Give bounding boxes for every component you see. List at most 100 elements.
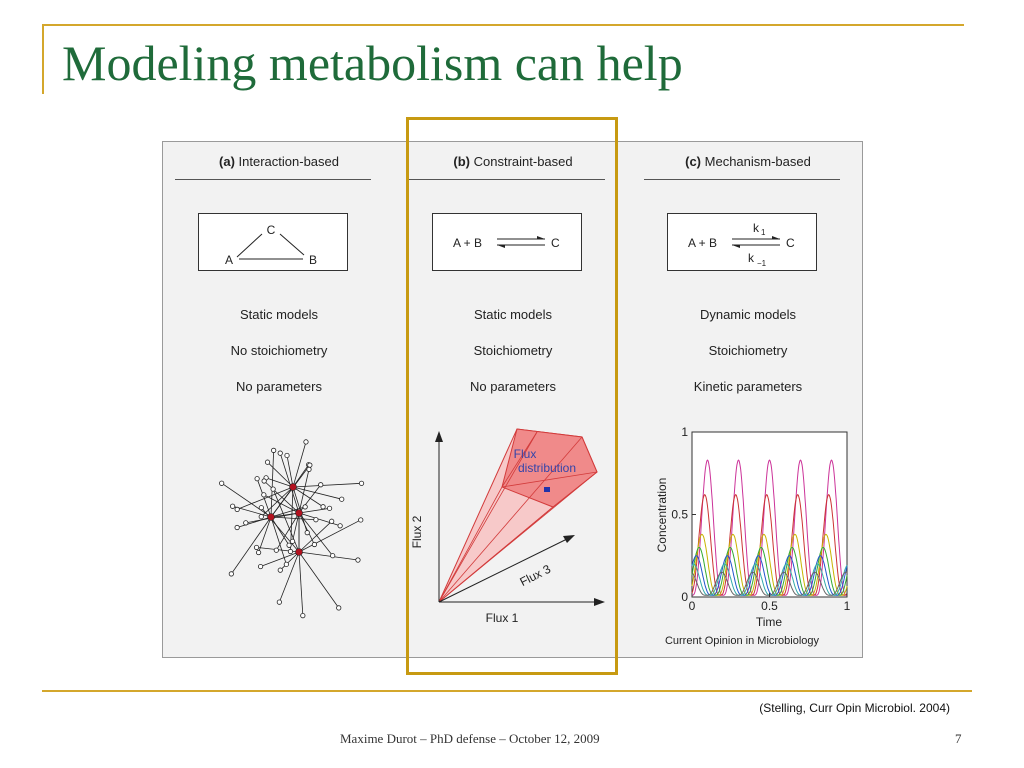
network-edge	[275, 512, 300, 551]
network-node	[286, 542, 292, 548]
panel-c-heading: (c) Mechanism-based	[632, 154, 864, 169]
network-edge	[292, 482, 362, 488]
network-node	[284, 452, 290, 459]
network-node	[277, 567, 283, 573]
network-edge	[231, 516, 272, 575]
network-node	[258, 505, 264, 511]
network-node	[261, 478, 267, 484]
network-node	[337, 523, 343, 529]
network-edge	[267, 461, 294, 488]
network-node	[283, 561, 289, 567]
network-hub-node	[295, 548, 303, 556]
network-node	[304, 530, 310, 536]
forward-arrowhead	[772, 236, 780, 239]
network-edge	[261, 507, 300, 553]
reverse-arrowhead	[732, 245, 740, 248]
panel-a-property: No parameters	[236, 379, 322, 394]
panel-b-property: Stoichiometry	[473, 343, 553, 358]
km1-label: k	[748, 251, 755, 265]
citation: (Stelling, Curr Opin Microbiol. 2004)	[759, 701, 950, 715]
cone-ray	[438, 506, 554, 603]
network-edge	[292, 464, 309, 488]
network-node	[289, 538, 296, 544]
flux1-arrowhead	[594, 598, 605, 606]
network-node	[329, 518, 335, 524]
footer-rule	[42, 690, 972, 692]
network-node	[311, 541, 318, 548]
flux1-label: Flux 1	[486, 611, 519, 625]
network-node	[243, 520, 249, 526]
network-edge	[256, 478, 272, 518]
panel-c-property: Kinetic parameters	[693, 379, 803, 394]
network-edge	[298, 507, 330, 514]
page-number: 7	[955, 731, 962, 746]
network-edge	[272, 488, 300, 553]
network-node	[234, 524, 240, 531]
network-edge	[298, 551, 359, 561]
network-node	[326, 505, 333, 511]
k1-label: k	[753, 221, 760, 235]
network-edge	[265, 477, 294, 488]
network-node	[287, 548, 294, 555]
panel-b-name: Constraint-based	[473, 154, 573, 169]
network-node	[302, 504, 308, 510]
constraint-based-highlight-box	[406, 117, 618, 675]
network-edge	[292, 512, 300, 542]
x-tick-label: 0	[689, 599, 696, 613]
product-label: C	[551, 236, 560, 250]
network-node	[306, 466, 312, 472]
panel-a-letter: (a)	[219, 154, 235, 169]
comparison-figure: (a) Interaction-based C A B Static model…	[162, 141, 863, 658]
edge-a-c	[236, 233, 263, 258]
plot-area	[691, 431, 848, 598]
network-node	[303, 439, 309, 445]
cone-ray	[438, 431, 538, 603]
reverse-arrowhead	[497, 245, 505, 248]
network-edge	[258, 516, 272, 553]
network-node	[339, 496, 345, 502]
network-edge	[292, 486, 342, 500]
network-edge	[270, 512, 300, 518]
interaction-schema: C A B	[198, 213, 348, 271]
network-edge	[270, 450, 275, 518]
panel-b-letter: (b)	[453, 154, 470, 169]
panel-constraint-based: (b) Constraint-based A + B C Static mode…	[397, 142, 629, 659]
network-node	[330, 553, 336, 559]
cone-ray	[438, 486, 503, 603]
network-edge	[279, 453, 300, 514]
concentration-series-line	[691, 546, 848, 596]
network-node	[230, 503, 236, 509]
network-hub-node	[295, 509, 303, 517]
slide-title: Modeling metabolism can help	[62, 35, 683, 91]
network-node	[336, 605, 342, 611]
network-node	[320, 504, 326, 510]
network-node	[277, 450, 283, 456]
node-c-label: C	[267, 223, 276, 237]
network-edge	[286, 455, 294, 488]
title-frame-left	[42, 24, 44, 94]
cone-label-line2: distribution	[518, 461, 576, 475]
network-edge	[298, 512, 315, 545]
panel-interaction-based: (a) Interaction-based C A B Static model…	[163, 142, 395, 659]
panel-b-property: No parameters	[470, 379, 556, 394]
x-axis-label: Time	[756, 615, 783, 629]
network-edge	[298, 512, 333, 556]
flux-point	[544, 487, 550, 492]
network-edge	[298, 551, 340, 609]
panel-b-heading: (b) Constraint-based	[397, 154, 629, 169]
network-edge	[292, 486, 324, 508]
x-tick-label: 1	[844, 599, 851, 613]
network-edge	[292, 441, 307, 488]
interaction-network-graph	[219, 439, 365, 619]
network-node	[264, 459, 271, 465]
concentration-series-line	[691, 533, 848, 596]
network-node	[313, 517, 319, 523]
network-edge	[237, 486, 294, 510]
network-edge	[298, 551, 304, 616]
network-node	[255, 549, 262, 556]
network-edge	[298, 520, 332, 553]
network-node	[276, 599, 282, 605]
network-edge	[270, 516, 290, 546]
panel-c-property: Dynamic models	[699, 307, 797, 322]
